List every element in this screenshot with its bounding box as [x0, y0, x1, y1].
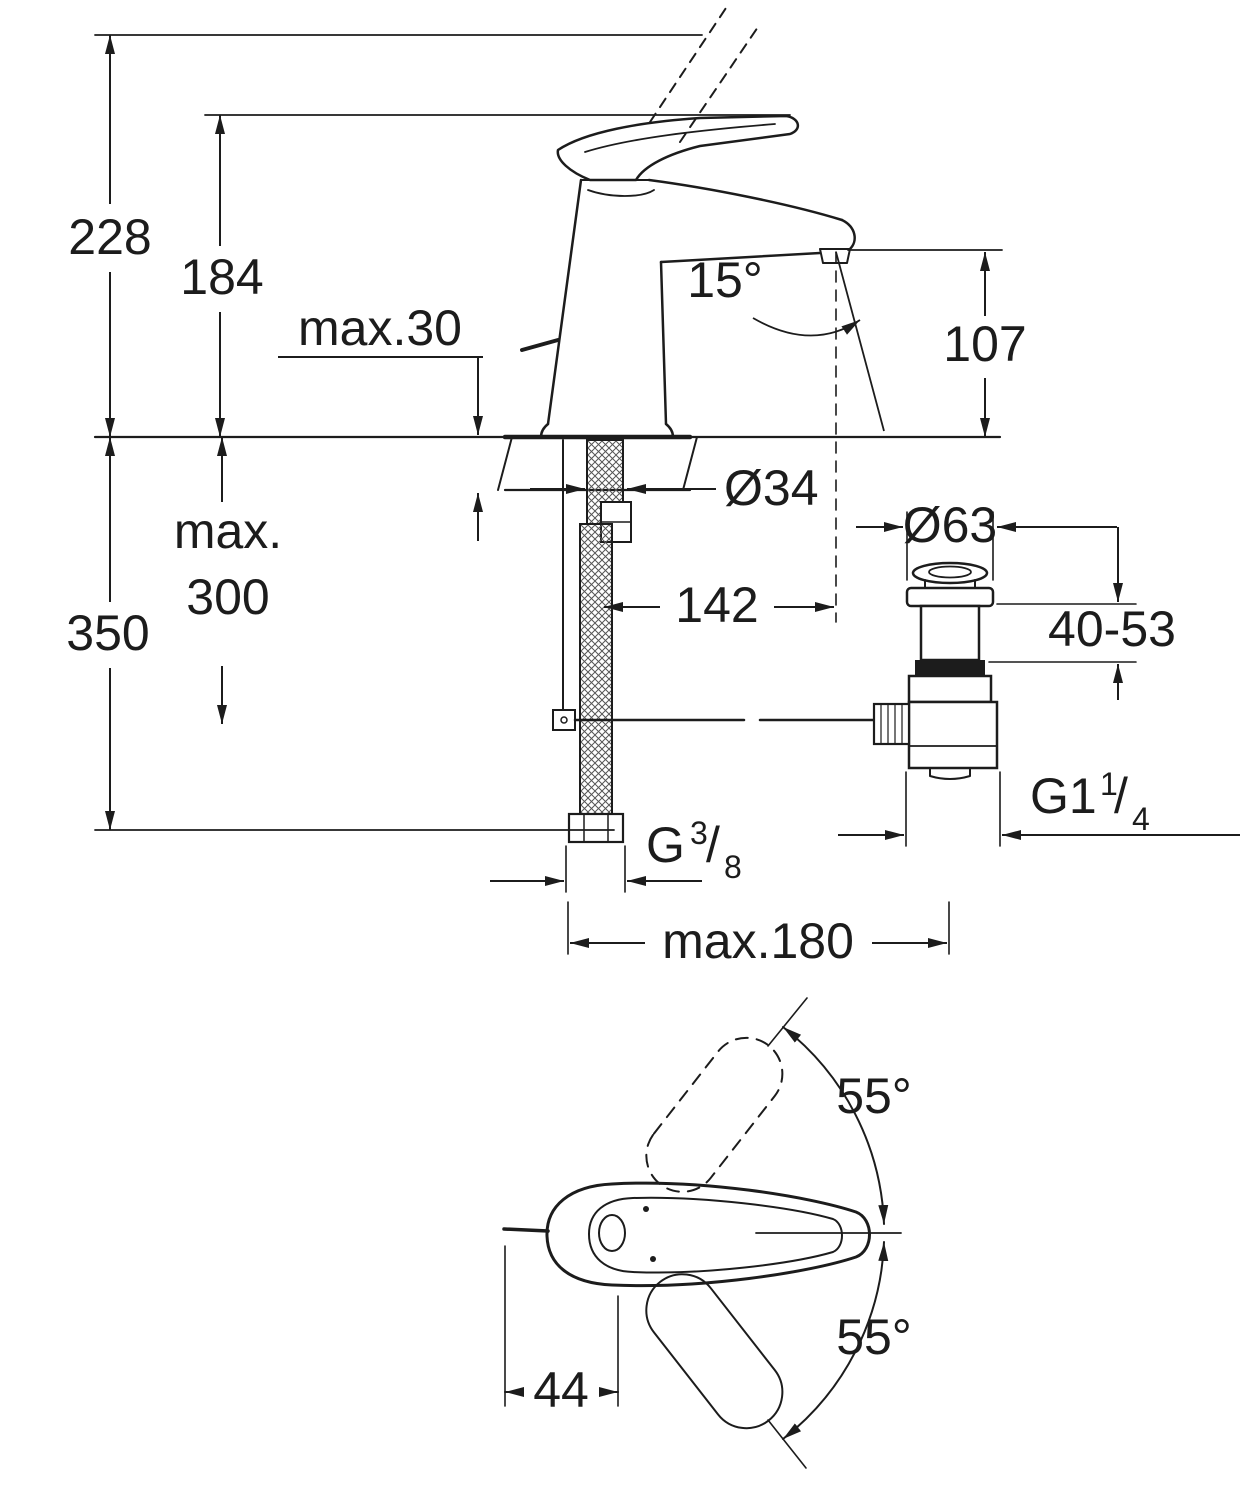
dim-spout-height-107: 107 — [943, 252, 1027, 437]
body-left-edge — [546, 178, 583, 426]
popup-rod-top-view — [502, 1227, 550, 1233]
label-waste-thread-num: 1 — [1100, 766, 1118, 802]
label-total-height: 228 — [68, 209, 151, 265]
lever-handle — [556, 114, 799, 182]
supply-hose-assembly — [552, 439, 880, 844]
aerator — [819, 248, 851, 264]
spout-bottom — [659, 251, 822, 264]
label-supply-thread-den: 8 — [724, 849, 742, 885]
waste-valve-body — [907, 700, 999, 770]
body-collar — [587, 189, 655, 197]
handle-ghost-lower — [645, 1273, 784, 1430]
dim-waste-thread-g114: G1 1 / 4 — [838, 766, 1240, 840]
dim-waste-range-4053: 40-53 — [1048, 527, 1176, 700]
clamp-screw — [560, 716, 568, 724]
label-swing-upper: 55° — [836, 1068, 912, 1124]
label-body-height: 184 — [180, 249, 263, 305]
angle-slant-line — [835, 251, 885, 432]
label-spout-reach: 142 — [675, 577, 758, 633]
spout-end-cap — [840, 218, 856, 251]
countertop — [93, 434, 1002, 492]
lever-raised-line — [649, 7, 727, 123]
extension-lines — [94, 34, 1137, 955]
ext-center-distance — [567, 901, 950, 955]
dim-total-height-228: 228 — [68, 35, 152, 437]
waste-flange — [905, 586, 995, 608]
flex-hose — [579, 523, 613, 815]
faucet-side-view — [520, 7, 856, 439]
ext-supply-thread — [565, 845, 626, 893]
hose-nut-facets — [583, 813, 609, 843]
dimensions-side-view: 228 184 max.30 15° 107 Ø34 — [66, 35, 1240, 969]
lever-detail-line — [584, 123, 776, 153]
dim-hose-length-max300: max. 300 — [174, 437, 282, 724]
swing-arc-lower — [782, 1241, 889, 1440]
spout-top — [647, 178, 844, 222]
label-waste-thread-slash: / — [1114, 768, 1128, 824]
hose-nut — [567, 812, 625, 844]
ext-waste-flange — [906, 511, 994, 581]
dim-below-deck-350: 350 — [66, 437, 150, 830]
waste-lower-collar — [907, 674, 993, 704]
label-waste-thread-den: 4 — [1132, 801, 1150, 837]
label-handle-pin-offset: 44 — [533, 1362, 589, 1418]
adjust-knurl-knob — [872, 702, 911, 746]
body-right-edge — [659, 260, 668, 426]
dim-handle-pin-44: 44 — [504, 1245, 619, 1418]
label-supply-thread-slash: / — [706, 817, 720, 873]
waste-plug-neck — [924, 579, 976, 589]
label-waste-mount-range: 40-53 — [1048, 601, 1176, 657]
ext-waste-thread — [905, 771, 1001, 847]
handle-dot — [643, 1206, 649, 1212]
dim-waste-flange-63: Ø63 — [856, 497, 1117, 553]
ext-waste-range — [988, 603, 1137, 663]
handle-top-view: 55° 55° 44 — [502, 997, 912, 1469]
popup-rod-knob — [520, 338, 560, 352]
handle-top-surface — [588, 1196, 843, 1274]
dim-supply-thread-g38: G 3 / 8 — [490, 815, 742, 886]
waste-upper-body — [919, 604, 981, 662]
label-swing-lower: 55° — [836, 1309, 912, 1365]
waste-plug-inner — [928, 565, 972, 579]
dim-hole-diameter-34: Ø34 — [530, 460, 819, 516]
label-waste-thread-base: G1 — [1030, 768, 1097, 824]
label-spout-angle: 15° — [687, 252, 763, 308]
handle-outline — [545, 1181, 871, 1288]
label-supply-thread-num: 3 — [690, 815, 708, 851]
label-spout-height: 107 — [943, 316, 1026, 372]
handle-dot — [650, 1256, 656, 1262]
counter-break-right — [682, 436, 698, 491]
dim-deck-thickness-max30: max.30 — [278, 300, 483, 541]
swing-arc-upper — [782, 1026, 889, 1225]
ghost-axis-upper — [767, 997, 808, 1047]
dim-body-height-184: 184 — [180, 115, 264, 437]
handle-ghost-upper — [645, 1036, 784, 1193]
dim-spout-angle-15: 15° — [687, 251, 885, 432]
dim-spout-reach-142: 142 — [604, 577, 834, 633]
label-below-deck-depth: 350 — [66, 605, 149, 661]
ghost-axis-lower — [767, 1419, 807, 1469]
label-hose-length-value: 300 — [186, 569, 269, 625]
label-center-distance: max.180 — [662, 913, 854, 969]
knurl-lines — [880, 703, 903, 745]
label-waste-flange-diameter: Ø63 — [903, 497, 998, 553]
waste-outlet — [929, 767, 971, 780]
rod-clamp — [552, 709, 576, 731]
lever-raised-line — [679, 23, 761, 143]
label-deck-thickness: max.30 — [298, 300, 462, 356]
dim-center-distance-max180: max.180 — [570, 913, 947, 969]
label-hose-length-max: max. — [174, 503, 282, 559]
counter-break-left — [497, 436, 513, 491]
label-hole-diameter: Ø34 — [724, 460, 819, 516]
waste-plug-outer — [911, 561, 989, 585]
label-supply-thread-base: G — [646, 817, 685, 873]
pop-up-waste-assembly — [872, 561, 999, 780]
angle-leader-arc — [752, 317, 861, 337]
waste-seal-ring — [915, 660, 985, 676]
handle-cap-oval — [598, 1214, 626, 1252]
